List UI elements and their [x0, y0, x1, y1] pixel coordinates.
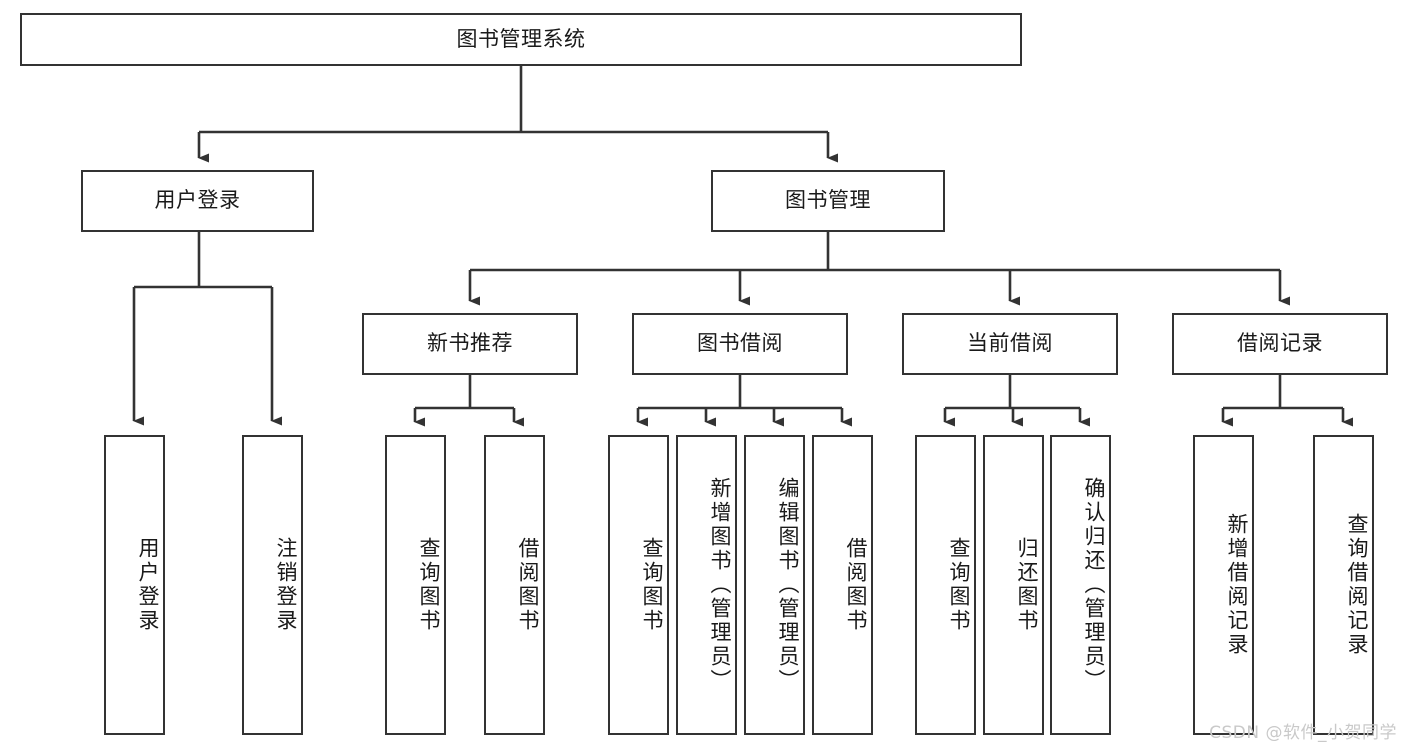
leaf-current-borrow-query-book[interactable]: 查询图书 — [915, 435, 976, 735]
node-label: 查询借阅记录 — [1345, 513, 1369, 657]
node-user-login[interactable]: 用户登录 — [81, 170, 314, 232]
node-borrow-record[interactable]: 借阅记录 — [1172, 313, 1388, 375]
leaf-current-borrow-return-book[interactable]: 归还图书 — [983, 435, 1044, 735]
leaf-new-book-query-book[interactable]: 查询图书 — [385, 435, 446, 735]
node-new-book-recommend[interactable]: 新书推荐 — [362, 313, 578, 375]
node-book-borrow[interactable]: 图书借阅 — [632, 313, 848, 375]
node-label: 图书管理 — [785, 188, 871, 213]
node-label: 借阅记录 — [1237, 331, 1323, 356]
node-book-management[interactable]: 图书管理 — [711, 170, 945, 232]
leaf-new-book-borrow-book[interactable]: 借阅图书 — [484, 435, 545, 735]
leaf-book-borrow-add-book-admin[interactable]: 新增图书（管理员） — [676, 435, 737, 735]
leaf-book-borrow-query-book[interactable]: 查询图书 — [608, 435, 669, 735]
leaf-user-login-logout[interactable]: 注销登录 — [242, 435, 303, 735]
node-label: 新增图书（管理员） — [708, 477, 732, 693]
leaf-book-borrow-borrow-book[interactable]: 借阅图书 — [812, 435, 873, 735]
node-label: 图书借阅 — [697, 331, 783, 356]
node-label: 确认归还（管理员） — [1082, 477, 1106, 693]
leaf-borrow-record-query-record[interactable]: 查询借阅记录 — [1313, 435, 1374, 735]
leaf-current-borrow-confirm-return-admin[interactable]: 确认归还（管理员） — [1050, 435, 1111, 735]
node-label: 当前借阅 — [967, 331, 1053, 356]
node-label: 查询图书 — [640, 537, 664, 633]
node-current-borrow[interactable]: 当前借阅 — [902, 313, 1118, 375]
node-label: 新书推荐 — [427, 331, 513, 356]
node-label: 借阅图书 — [844, 537, 868, 633]
node-label: 图书管理系统 — [456, 26, 586, 51]
node-label: 编辑图书（管理员） — [776, 477, 800, 693]
node-label: 借阅图书 — [516, 537, 540, 633]
node-label: 新增借阅记录 — [1225, 513, 1249, 657]
node-root-book-management-system[interactable]: 图书管理系统 — [20, 13, 1022, 66]
leaf-user-login-login[interactable]: 用户登录 — [104, 435, 165, 735]
node-label: 归还图书 — [1015, 537, 1039, 633]
csdn-watermark: CSDN @软件_小贺同学 — [1209, 723, 1397, 743]
node-label: 用户登录 — [154, 188, 241, 213]
node-label: 注销登录 — [274, 537, 298, 633]
leaf-borrow-record-add-record[interactable]: 新增借阅记录 — [1193, 435, 1254, 735]
leaf-book-borrow-edit-book-admin[interactable]: 编辑图书（管理员） — [744, 435, 805, 735]
node-label: 查询图书 — [417, 537, 441, 633]
node-label: 查询图书 — [947, 537, 971, 633]
node-label: 用户登录 — [136, 537, 160, 633]
